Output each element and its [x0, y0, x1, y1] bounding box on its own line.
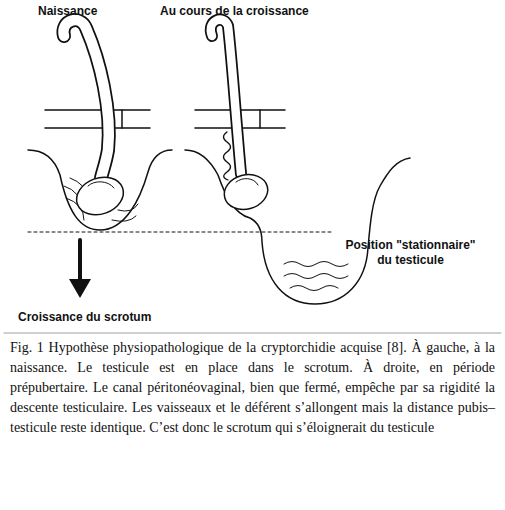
wave	[284, 262, 348, 267]
spermatic-cord	[211, 20, 241, 174]
canal-wall	[121, 110, 123, 128]
canal-wall	[259, 110, 261, 128]
hatching	[118, 204, 138, 211]
epididymis	[88, 182, 114, 188]
arrow-label: Croissance du scrotum	[18, 310, 151, 325]
spermatic-cord-inner	[63, 20, 108, 178]
scrotum-outline	[185, 150, 410, 304]
wave	[284, 274, 348, 279]
growth-drawing	[185, 20, 410, 304]
birth-drawing	[28, 20, 172, 298]
stationary-level-line	[28, 232, 334, 233]
growth-arrow-shaft	[78, 240, 82, 280]
growth-arrow-head	[69, 279, 91, 298]
stage-label: Naissance	[38, 4, 97, 19]
testicle	[220, 170, 271, 214]
hatching	[112, 216, 136, 221]
canal-line	[45, 127, 150, 129]
level-label: Position "stationnaire" du testicule	[338, 238, 483, 268]
spermatic-cord	[63, 20, 108, 178]
canal-line	[45, 109, 150, 111]
wave	[290, 286, 338, 291]
figure-caption: Fig. 1 Hypothèse physiopathologique de l…	[10, 338, 495, 438]
spermatic-cord-inner	[211, 20, 241, 174]
caption-rule	[4, 333, 501, 334]
scrotum-outline	[28, 150, 172, 230]
stage-label: Au cours de la croissance	[160, 4, 309, 19]
testicle	[71, 171, 128, 221]
elongated-vessels	[224, 132, 231, 180]
epididymis	[236, 179, 258, 185]
